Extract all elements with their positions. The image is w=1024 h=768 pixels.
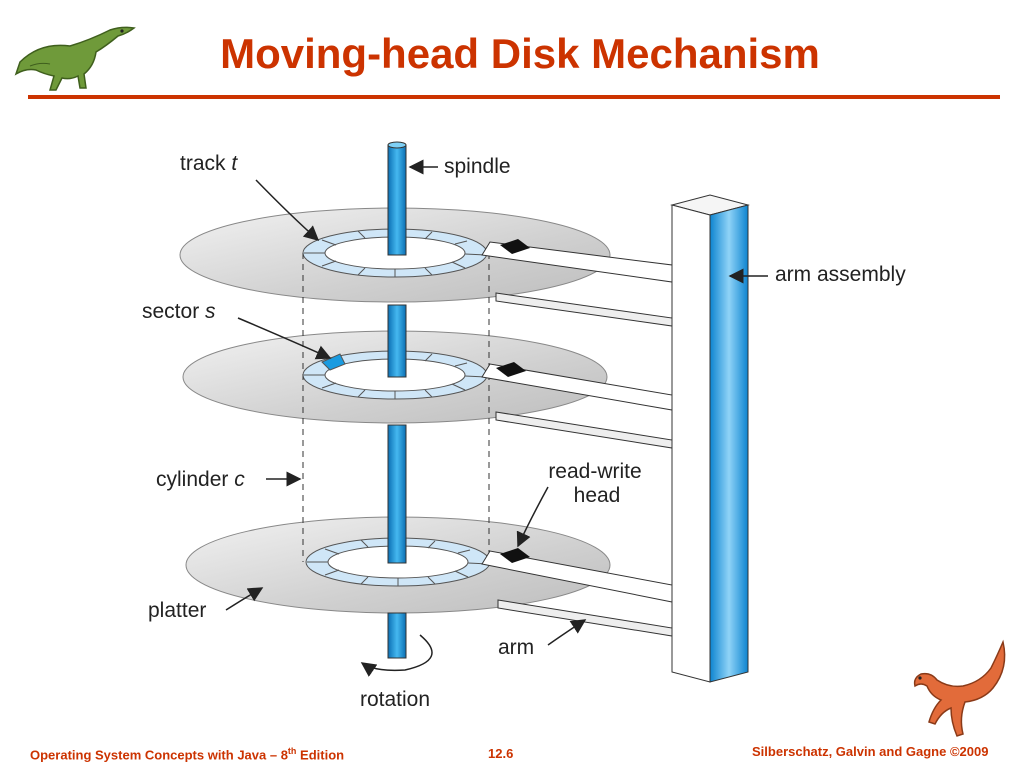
label-arm: arm bbox=[498, 636, 534, 659]
footer-course: Operating System Concepts with Java – 8t… bbox=[30, 746, 345, 763]
arm-assembly bbox=[670, 194, 750, 683]
label-track: track t bbox=[180, 152, 238, 175]
label-read-write-2: head bbox=[574, 484, 621, 507]
arms bbox=[481, 241, 673, 637]
label-cylinder: cylinder c bbox=[156, 468, 245, 491]
spindle bbox=[387, 141, 407, 659]
dinosaur-icon bbox=[14, 26, 136, 91]
label-pointers bbox=[225, 159, 768, 646]
rotation-arrow bbox=[360, 634, 433, 677]
platter-bottom bbox=[185, 516, 611, 614]
footer-copyright: Silberschatz, Galvin and Gagne ©2009 bbox=[752, 744, 989, 759]
title-divider bbox=[28, 95, 1000, 99]
label-read-write-1: read-write bbox=[548, 460, 641, 483]
label-platter: platter bbox=[148, 599, 206, 622]
cylinder-outline bbox=[302, 253, 490, 562]
read-write-heads bbox=[496, 239, 530, 563]
label-sector: sector s bbox=[142, 300, 216, 323]
label-spindle: spindle bbox=[444, 155, 511, 178]
label-rotation: rotation bbox=[360, 688, 430, 711]
footer-page-number: 12.6 bbox=[488, 746, 514, 761]
label-arm-assembly: arm assembly bbox=[775, 263, 906, 286]
dinosaur-icon bbox=[913, 639, 1006, 737]
slide-title: Moving-head Disk Mechanism bbox=[220, 30, 820, 77]
